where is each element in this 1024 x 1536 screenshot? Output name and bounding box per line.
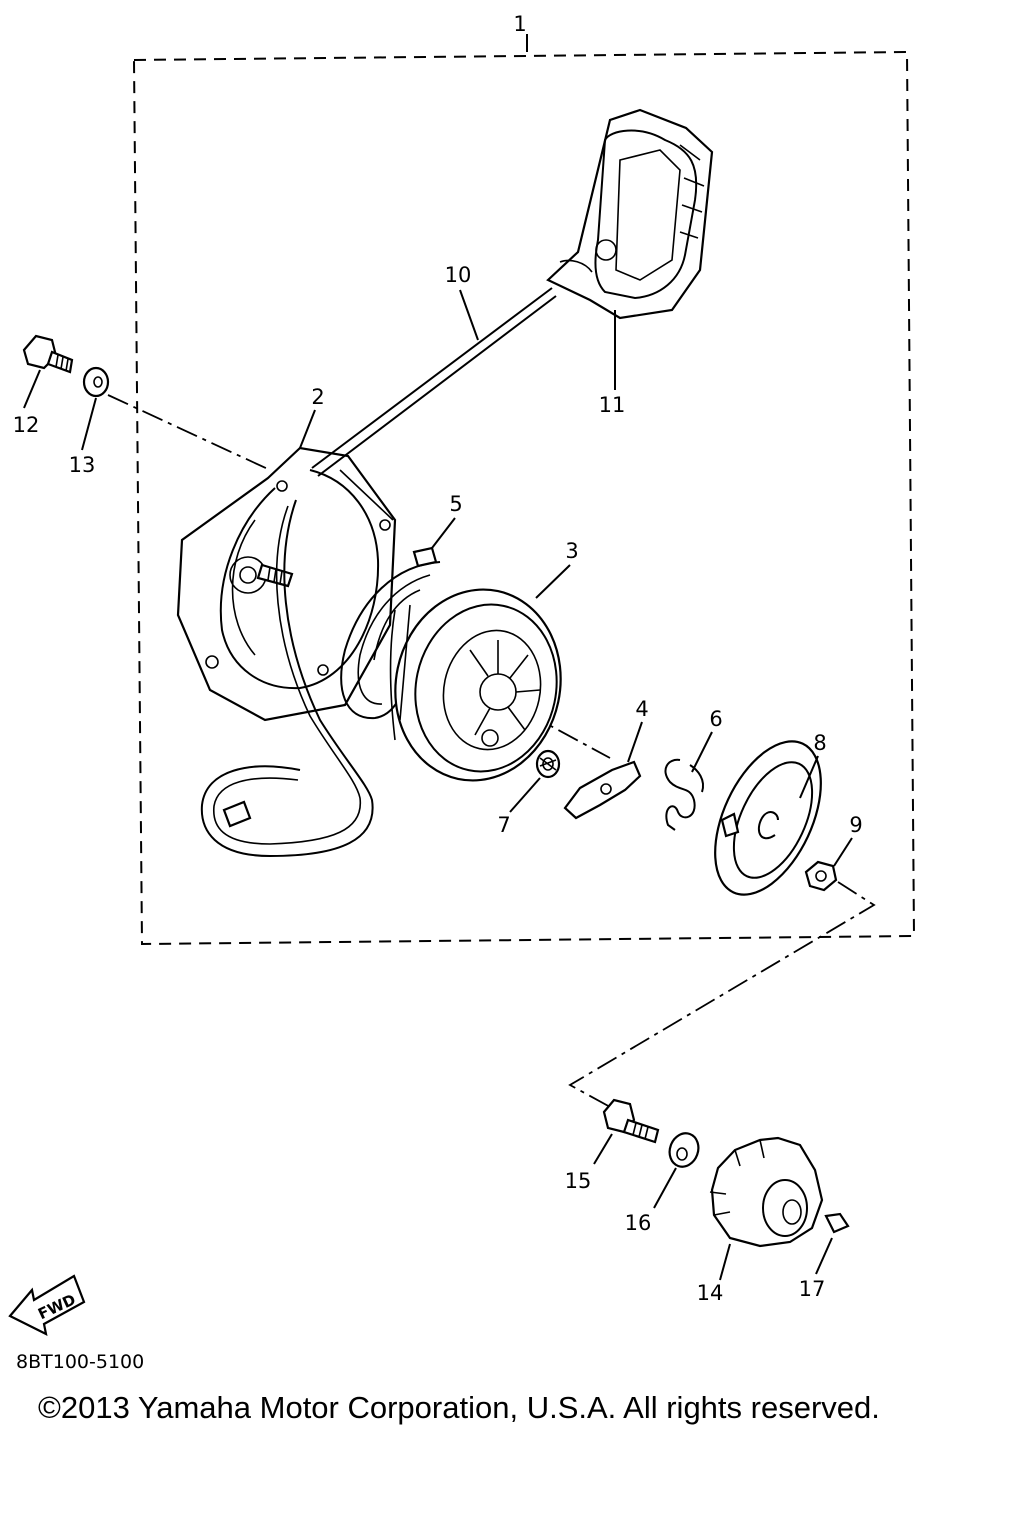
starter-rope (200, 287, 557, 858)
assembly-boundary (132, 50, 916, 946)
callout-13: 13 (69, 453, 96, 477)
callout-7: 7 (497, 813, 510, 837)
friction-spring (664, 758, 704, 831)
leader-lines (23, 289, 853, 1281)
bolt-12 (22, 334, 74, 374)
callout-2: 2 (311, 385, 324, 409)
callout-11: 11 (599, 393, 626, 417)
callout-6: 6 (709, 707, 722, 731)
callout-5: 5 (449, 492, 462, 516)
drawing-code: 8BT100-5100 (16, 1351, 144, 1373)
drive-pawl (563, 760, 642, 820)
starter-pulley (709, 1136, 824, 1248)
callout-16: 16 (625, 1211, 652, 1235)
washer-16 (668, 1132, 700, 1168)
bolt-15 (602, 1098, 660, 1144)
callout-14: 14 (697, 1281, 724, 1305)
starter-case (176, 446, 397, 722)
woodruff-key (824, 1212, 850, 1234)
starter-handle (546, 108, 714, 320)
hex-nut (804, 860, 838, 892)
spiral-spring (340, 546, 441, 720)
ref-line-nut-to-pulley (568, 881, 876, 1109)
callout-8: 8 (813, 731, 826, 755)
ref-line-bolt-to-case (107, 394, 271, 471)
washer-13 (82, 366, 110, 398)
callout-15: 15 (565, 1169, 592, 1193)
fwd-arrow-icon: FWD (8, 1274, 86, 1336)
callout-4: 4 (635, 697, 648, 721)
pawl-spring (535, 749, 561, 779)
callout-1: 1 (513, 12, 526, 36)
callout-10: 10 (445, 263, 472, 287)
sheave-drum (389, 588, 562, 782)
callout-3: 3 (565, 539, 578, 563)
callout-labels: 1 2 3 4 5 6 7 8 9 10 11 12 13 14 15 16 1… (13, 12, 863, 1305)
callout-12: 12 (13, 413, 40, 437)
callout-17: 17 (799, 1277, 826, 1301)
copyright-notice: ©2013 Yamaha Motor Corporation, U.S.A. A… (38, 1390, 880, 1425)
callout-9: 9 (849, 813, 862, 837)
friction-plate (714, 740, 822, 896)
